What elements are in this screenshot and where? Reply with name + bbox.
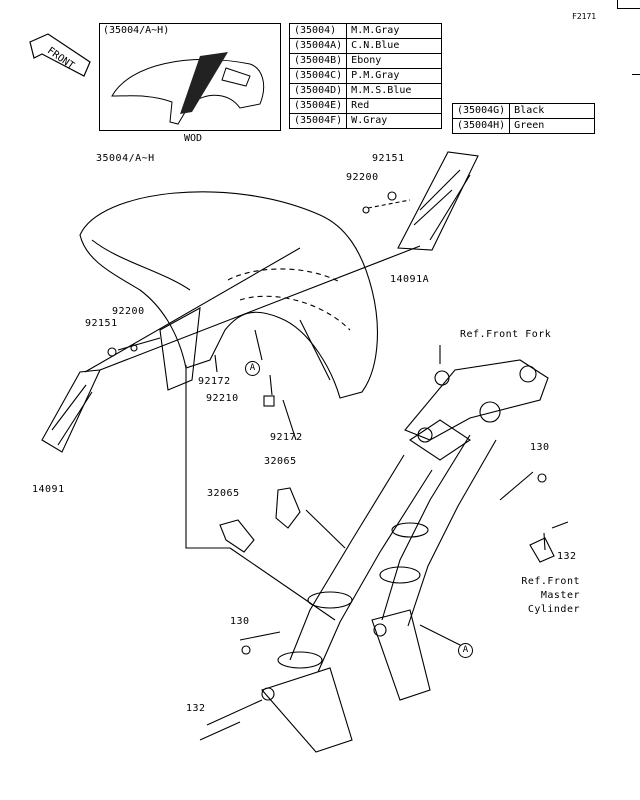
marker-a-lower: A: [458, 643, 473, 658]
callout-cover-right: 14091A: [390, 274, 430, 285]
table-row: (35004)M.M.Gray: [288, 23, 443, 39]
inset-caption: WOD: [184, 133, 203, 144]
callout-bolt-left: 92151: [85, 318, 118, 329]
callout-fender: 35004/A~H: [96, 153, 155, 164]
color-table-side: (35004G)Black (35004H)Green: [451, 103, 596, 134]
cover-right: [397, 151, 479, 251]
bolt-130-right-icon: [537, 473, 547, 483]
mount-plate: [159, 307, 201, 391]
table-row: (35004C)P.M.Gray: [288, 68, 443, 84]
bolt-132-right-icon: [551, 521, 569, 529]
callout-cover-left: 14091: [32, 484, 65, 495]
master-cylinder-bracket: [529, 537, 555, 563]
color-table-main: (35004)M.M.Gray (35004A)C.N.Blue (35004B…: [288, 23, 443, 129]
callout-ref-master-cylinder: Ref.Front Master Cylinder: [521, 576, 580, 615]
table-row: (35004F)W.Gray: [288, 113, 443, 129]
callout-washer-left: 92200: [112, 306, 145, 317]
callout-bolt-132-right: 132: [557, 551, 577, 562]
bolt-130-left-icon: [241, 645, 251, 655]
figure-code: F2171: [572, 12, 597, 21]
callout-bolt-130-left: 130: [230, 616, 250, 627]
front-fork: [261, 359, 549, 753]
inset-fender-sketch: [111, 52, 265, 125]
callout-ref-fork: Ref.Front Fork: [460, 329, 552, 340]
callout-clip-a: 92172: [198, 376, 231, 387]
callout-bracket-a: 32065: [207, 488, 240, 499]
callout-bolt-132-left: 132: [186, 703, 206, 714]
bracket-b: [275, 487, 301, 529]
table-row: (35004A)C.N.Blue: [288, 38, 443, 54]
washer-top-icon: [362, 206, 370, 214]
callout-washer-top: 92200: [346, 172, 379, 183]
callout-clip-b: 92172: [270, 432, 303, 443]
callout-bolt-130-right: 130: [530, 442, 550, 453]
front-fender: [79, 191, 379, 399]
cover-left: [41, 369, 101, 453]
bolt-top-icon: [387, 191, 397, 201]
table-row: (35004H)Green: [451, 118, 596, 134]
table-row: (35004E)Red: [288, 98, 443, 114]
table-row: (35004G)Black: [451, 103, 596, 119]
washer-left-icon: [130, 344, 138, 352]
callout-bracket-b: 32065: [264, 456, 297, 467]
edge-tick: [632, 74, 640, 75]
bolt-132-left-icon: [199, 721, 241, 741]
bracket-a: [219, 519, 255, 553]
inset-box: (35004/A~H): [99, 23, 281, 131]
marker-a-upper: A: [245, 361, 260, 376]
front-arrow-icon: FRONT: [29, 33, 91, 77]
nut-icon: [263, 395, 275, 407]
callout-bolt-top: 92151: [372, 153, 405, 164]
bolt-left-icon: [107, 347, 117, 357]
callout-nut: 92210: [206, 393, 239, 404]
corner-mark: [617, 0, 640, 9]
inset-title: (35004/A~H): [103, 25, 170, 36]
